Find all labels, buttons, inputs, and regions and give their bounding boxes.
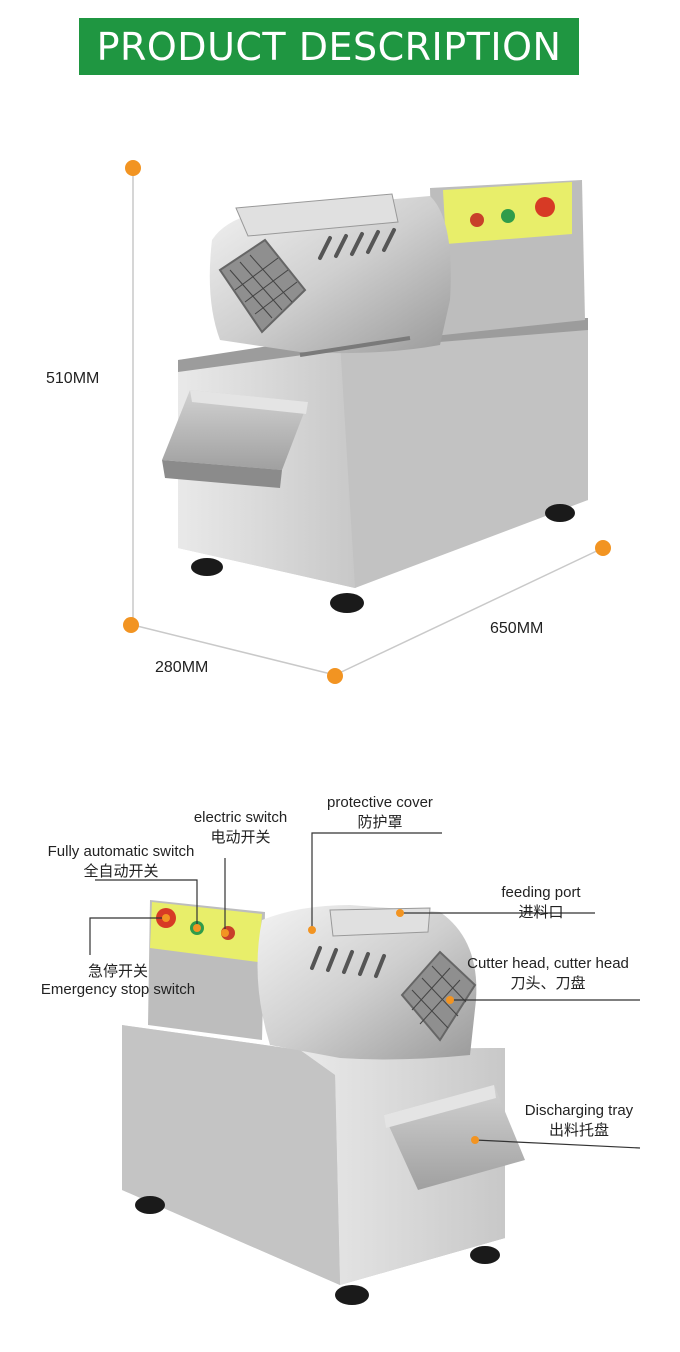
label-cutter-head: Cutter head, cutter head 刀头、刀盘 [450,955,646,993]
label-feeding-port: feeding port 进料口 [490,884,592,922]
label-fully-automatic-zh: 全自动开关 [83,863,159,880]
label-electric-switch: electric switch 电动开关 [183,809,298,847]
page-banner: PRODUCT DESCRIPTION [79,18,579,75]
label-discharging-tray-zh: 出料托盘 [548,1122,609,1139]
dim-height-label: 510MM [46,370,100,387]
label-protective-cover: protective cover 防护罩 [316,794,444,832]
label-discharging-tray: Discharging tray 出料托盘 [512,1102,646,1140]
machine-top [162,180,588,613]
machine-bottom [122,900,525,1305]
dimension-dots [123,160,611,684]
label-fully-automatic-en: Fully automatic switch [47,843,195,860]
label-discharging-tray-en: Discharging tray [524,1102,634,1119]
dim-width-label: 280MM [155,659,209,676]
label-electric-switch-zh: 电动开关 [210,829,271,846]
dot-bottom [327,668,343,684]
dot-top [125,160,141,176]
dot-left [123,617,139,633]
label-cutter-head-en: Cutter head, cutter head [467,955,629,972]
dim-length-label: 650MM [490,620,544,637]
callout-lines [89,832,641,1149]
label-protective-cover-en: protective cover [327,794,433,811]
label-emergency-stop-en: Emergency stop switch [40,981,196,998]
label-feeding-port-zh: 进料口 [518,904,564,921]
dimension-lines [132,168,604,676]
label-emergency-stop: 急停开关 Emergency stop switch [28,960,208,998]
label-cutter-head-zh: 刀头、刀盘 [510,975,586,992]
label-protective-cover-zh: 防护罩 [357,814,403,831]
label-fully-automatic-switch: Fully automatic switch 全自动开关 [32,843,210,881]
callout-dots [162,909,479,1144]
label-emergency-stop-zh: 急停开关 [87,963,148,980]
dot-right [595,540,611,556]
label-feeding-port-en: feeding port [501,884,581,901]
label-electric-switch-en: electric switch [193,809,288,826]
